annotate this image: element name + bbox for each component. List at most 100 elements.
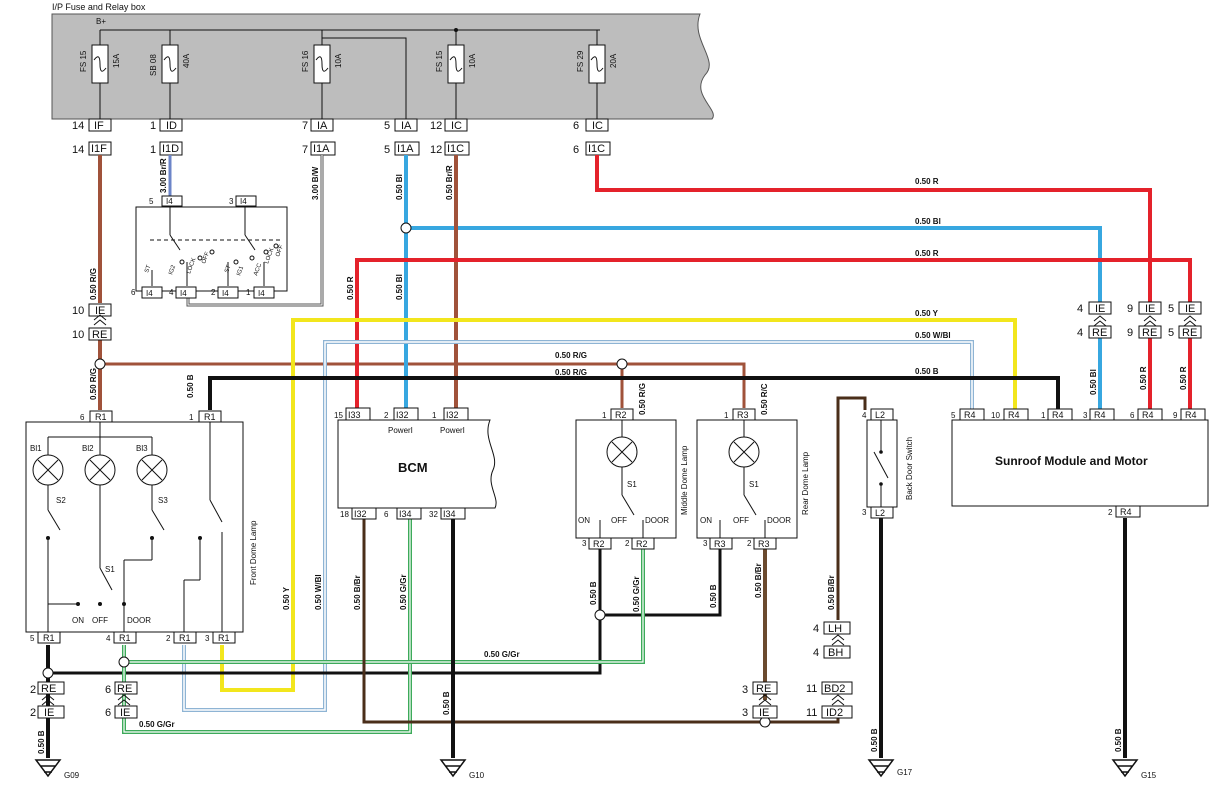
back-door-title: Back Door Switch bbox=[905, 437, 914, 500]
conn-pin: 6 bbox=[105, 684, 111, 696]
bulb-label: Bl1 bbox=[30, 444, 42, 453]
bcm-top-pin: 2 bbox=[384, 411, 389, 420]
md-pos: OFF bbox=[611, 516, 627, 525]
i4-bot-name: I4 bbox=[258, 289, 265, 298]
pin: 1 bbox=[150, 120, 156, 132]
rear-dome-lamp: Rear Dome Lamp 1 R3 S1 ON OFF DOOR 3 R3 … bbox=[696, 408, 810, 550]
label-y-v: 0.50 Y bbox=[282, 586, 291, 610]
label-ggr-v: 0.50 G/Gr bbox=[399, 574, 408, 610]
sr-pin: 10 bbox=[991, 411, 1000, 420]
rd-bot-name: R3 bbox=[758, 539, 770, 549]
i4-label: ACC bbox=[253, 262, 263, 277]
rd-bot-pin: 2 bbox=[747, 539, 752, 548]
bcm-bot-pin: 18 bbox=[340, 510, 349, 519]
conn-name: RE bbox=[92, 329, 107, 341]
conn-pin: 3 bbox=[742, 707, 748, 719]
label-rg-top: 0.50 R/G bbox=[89, 268, 98, 300]
fdl-bot-name: R1 bbox=[43, 633, 55, 643]
bcm-bot-name: I34 bbox=[443, 509, 456, 519]
fdl-top-name: R1 bbox=[95, 412, 107, 422]
fdl-bot-pin: 4 bbox=[106, 634, 111, 643]
conn-name: RE bbox=[41, 683, 56, 695]
i4-bot-name: I4 bbox=[180, 289, 187, 298]
label-brr: 0.50 Br/R bbox=[445, 165, 454, 200]
i4-bot-pin: 4 bbox=[169, 288, 174, 297]
md-bot-pin: 2 bbox=[625, 539, 630, 548]
md-switch: S1 bbox=[627, 480, 637, 489]
label-bl-r4: 0.50 Bl bbox=[1089, 369, 1098, 395]
fdl-bot-pin: 5 bbox=[30, 634, 35, 643]
md-bot-name: R2 bbox=[636, 539, 648, 549]
label-rg-mid2: 0.50 R/G bbox=[555, 368, 587, 377]
md-bot-pin: 3 bbox=[582, 539, 587, 548]
fuse-box-title: I/P Fuse and Relay box bbox=[52, 2, 146, 12]
conn-pin: 10 bbox=[72, 329, 84, 341]
fdl-bot-name: R1 bbox=[179, 633, 191, 643]
label-300-brr: 3.00 Br/R bbox=[159, 158, 168, 193]
conn-name: I1A bbox=[313, 143, 330, 155]
i4-label: ST bbox=[144, 264, 152, 274]
conn-name: I1F bbox=[91, 143, 107, 155]
wire-b-junction bbox=[48, 615, 602, 675]
conn-name: RE bbox=[117, 683, 132, 695]
conn-name: I1D bbox=[162, 143, 179, 155]
i4-label: IG1 bbox=[236, 265, 245, 277]
conn-pin: 5 bbox=[1168, 303, 1174, 315]
conn-name: IC bbox=[451, 120, 462, 132]
sr-bot-pin: 2 bbox=[1108, 508, 1113, 517]
bcm-top-name: I32 bbox=[396, 410, 409, 420]
ground-g10 bbox=[439, 759, 467, 778]
conn-pin: 4 bbox=[813, 623, 819, 635]
wire-bl-h bbox=[406, 226, 1102, 302]
fuse-rating-2: 40A bbox=[182, 53, 191, 68]
sr-pin: 3 bbox=[1083, 411, 1088, 420]
wire-rg-bus bbox=[100, 362, 624, 408]
bcm-top-pin: 1 bbox=[432, 411, 437, 420]
conn-pin: 9 bbox=[1127, 327, 1133, 339]
conn-name: IF bbox=[94, 120, 104, 132]
label-b-r2: 0.50 B bbox=[589, 581, 598, 605]
conn-name: RE bbox=[1142, 327, 1157, 339]
fdl-bot-pin: 3 bbox=[205, 634, 210, 643]
junctions bbox=[42, 222, 771, 728]
conn-name: RE bbox=[1182, 327, 1197, 339]
conn-name: IE bbox=[44, 707, 54, 719]
label-ggr-h: 0.50 G/Gr bbox=[484, 650, 520, 659]
label-ggr-r2: 0.50 G/Gr bbox=[632, 576, 641, 612]
fuse-rating-1: 15A bbox=[112, 53, 121, 68]
pin: 12 bbox=[430, 144, 442, 156]
pin: 6 bbox=[573, 120, 579, 132]
rd-top-name: R3 bbox=[737, 410, 749, 420]
md-top-name: R2 bbox=[615, 410, 627, 420]
label-rg-mid1: 0.50 R/G bbox=[555, 351, 587, 360]
label-y: 0.50 Y bbox=[915, 309, 939, 318]
rd-bot-name: R3 bbox=[714, 539, 726, 549]
switch-label: S2 bbox=[56, 496, 66, 505]
rear-dome-title: Rear Dome Lamp bbox=[801, 451, 810, 515]
label-wbl-v: 0.50 W/Bl bbox=[314, 574, 323, 610]
fdl-top-name: R1 bbox=[204, 412, 216, 422]
fuse-rating-6: 20A bbox=[609, 53, 618, 68]
fdl-bot-pin: 2 bbox=[166, 634, 171, 643]
ground-g15 bbox=[1111, 759, 1139, 778]
label-r-r4a: 0.50 R bbox=[1139, 366, 1148, 390]
conn-ic-12: 12 IC 12 I1C bbox=[430, 118, 470, 156]
fuse-id-6: FS 29 bbox=[576, 50, 585, 72]
wire-rg-bus2 bbox=[622, 362, 746, 408]
position-label: DOOR bbox=[127, 616, 151, 625]
pin: 5 bbox=[384, 144, 390, 156]
fuse-fs15a: FS 15 15A bbox=[79, 44, 121, 119]
i4-bot-pin: 1 bbox=[246, 288, 251, 297]
md-pos: DOOR bbox=[645, 516, 669, 525]
sr-name: R4 bbox=[964, 410, 976, 420]
conn-name: IA bbox=[317, 120, 328, 132]
sr-name: R4 bbox=[1185, 410, 1197, 420]
label-r-vert: 0.50 R bbox=[346, 276, 355, 300]
label-b-g15: 0.50 B bbox=[1114, 728, 1123, 752]
ground-label-g10: G10 bbox=[469, 771, 485, 780]
conn-name: RE bbox=[756, 683, 771, 695]
fuse-box: I/P Fuse and Relay box B+ bbox=[51, 2, 714, 120]
wire-r-mid bbox=[355, 258, 1192, 408]
conn-name: RE bbox=[1092, 327, 1107, 339]
